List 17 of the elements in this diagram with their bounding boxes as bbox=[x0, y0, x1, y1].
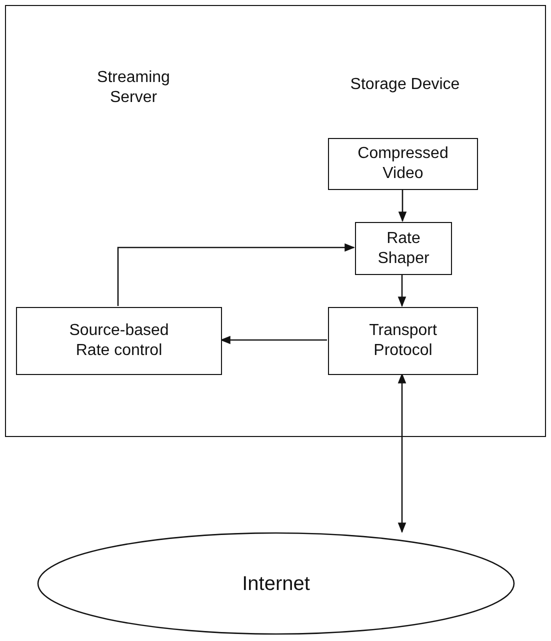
ellipse-node bbox=[37, 532, 515, 635]
process-box bbox=[328, 138, 478, 190]
node-label: Source-based Rate control bbox=[68, 321, 170, 361]
arrow bbox=[398, 372, 406, 534]
server-container bbox=[5, 5, 546, 437]
arrow bbox=[117, 243, 356, 306]
node-label: Rate Shaper bbox=[376, 228, 430, 268]
node-label: Internet bbox=[241, 572, 311, 596]
node-label: Compressed Video bbox=[356, 144, 450, 184]
arrow bbox=[398, 189, 407, 222]
process-box bbox=[16, 307, 222, 375]
section-label: Storage Device bbox=[349, 75, 461, 95]
process-box bbox=[355, 222, 452, 275]
process-box bbox=[328, 307, 478, 375]
node-label: Streaming Server bbox=[96, 68, 171, 108]
node-label: Transport Protocol bbox=[368, 321, 438, 361]
arrow bbox=[398, 274, 406, 308]
